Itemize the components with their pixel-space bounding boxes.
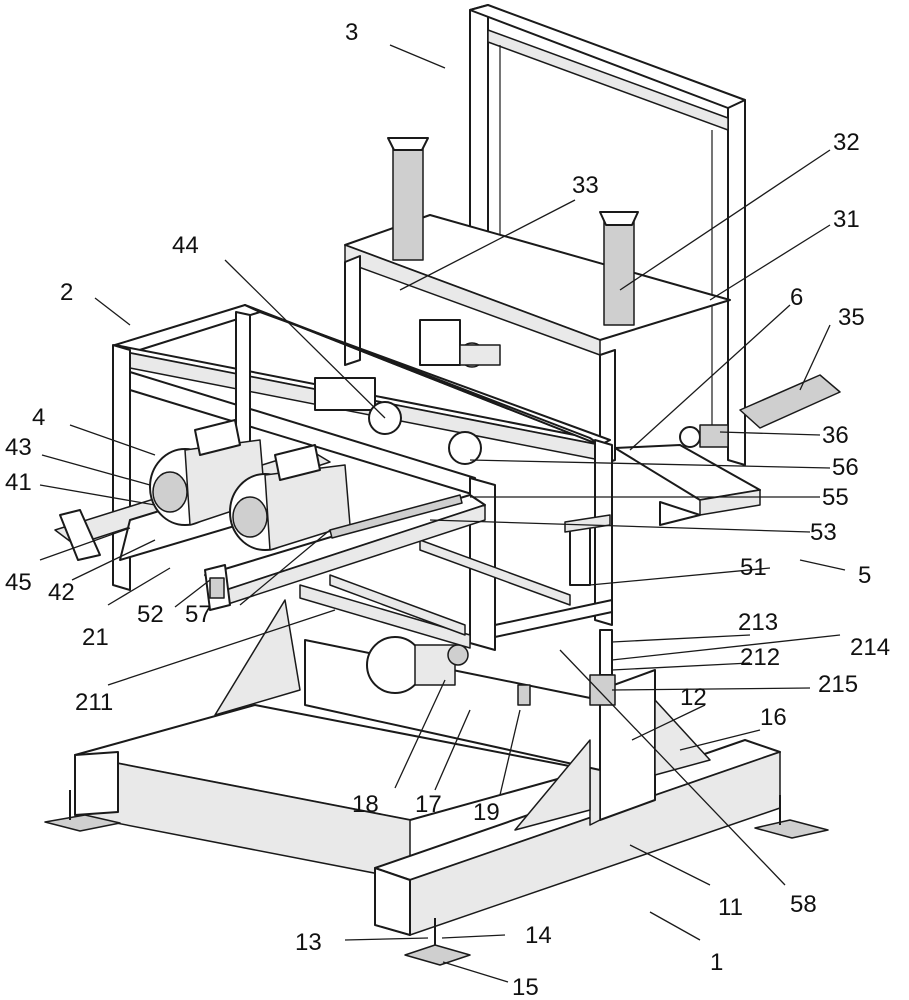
label-3: 3 (345, 19, 358, 46)
label-56: 56 (832, 454, 859, 481)
label-13: 13 (295, 929, 322, 956)
lift-frame (344, 4, 841, 466)
callout-labels: 3 2 33 32 31 44 6 35 4 36 43 56 41 55 53… (5, 19, 890, 1000)
label-33: 33 (572, 172, 599, 199)
label-53: 53 (810, 519, 837, 546)
label-41: 41 (5, 469, 32, 496)
label-52: 52 (137, 601, 164, 628)
label-4: 4 (32, 404, 45, 431)
label-212: 212 (740, 644, 780, 671)
lift-cylinder-right (603, 214, 635, 326)
label-5: 5 (858, 562, 871, 589)
upper-frame (112, 304, 613, 651)
label-6: 6 (790, 284, 803, 311)
label-58: 58 (790, 891, 817, 918)
label-19: 19 (473, 799, 500, 826)
label-12: 12 (680, 684, 707, 711)
lift-cylinder-left (392, 139, 424, 261)
label-14: 14 (525, 922, 552, 949)
label-1: 1 (710, 949, 723, 976)
label-35: 35 (838, 304, 865, 331)
label-214: 214 (850, 634, 890, 661)
label-45: 45 (5, 569, 32, 596)
label-17: 17 (415, 791, 442, 818)
leveling-pad (404, 944, 471, 966)
label-16: 16 (760, 704, 787, 731)
perforated-strip (329, 574, 466, 636)
label-51: 51 (740, 554, 767, 581)
label-57: 57 (185, 601, 212, 628)
label-43: 43 (5, 434, 32, 461)
feed-table (614, 444, 761, 526)
label-44: 44 (172, 232, 199, 259)
label-215: 215 (818, 671, 858, 698)
base-frame (44, 599, 829, 966)
label-31: 31 (833, 206, 860, 233)
leader-lines (39, 44, 846, 983)
label-21: 21 (82, 624, 109, 651)
label-36: 36 (822, 422, 849, 449)
label-15: 15 (512, 974, 539, 1000)
label-213: 213 (738, 609, 778, 636)
foot-pad (754, 819, 829, 839)
label-42: 42 (48, 579, 75, 606)
foot-pad (44, 814, 121, 832)
label-32: 32 (833, 129, 860, 156)
side-cylinder (739, 374, 841, 429)
label-11: 11 (718, 894, 743, 921)
gusset (654, 699, 711, 776)
label-18: 18 (352, 791, 379, 818)
label-211: 211 (75, 689, 113, 716)
label-2: 2 (60, 279, 73, 306)
clamp-tray (204, 494, 616, 706)
label-55: 55 (822, 484, 849, 511)
